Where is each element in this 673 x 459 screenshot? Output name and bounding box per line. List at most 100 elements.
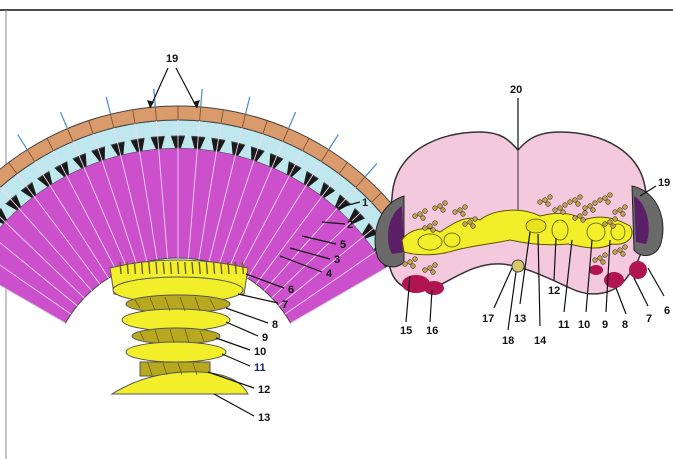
lobe-left xyxy=(418,234,442,250)
label-9: 9 xyxy=(262,332,268,344)
neuron-cell-body xyxy=(413,257,418,262)
label-10-right: 10 xyxy=(578,319,590,331)
lamina-cartridge xyxy=(199,262,200,274)
neuron-cell-body xyxy=(603,222,608,227)
neuron-cell-body xyxy=(413,214,418,219)
neuron-cell-body xyxy=(431,228,436,233)
neuron-cell-body xyxy=(421,216,426,221)
neuron-cell-body xyxy=(461,212,466,217)
neuron-cell-body xyxy=(543,198,548,203)
label-6-right: 6 xyxy=(664,305,670,317)
label-7-right: 7 xyxy=(646,313,652,325)
neuron-cell-body xyxy=(613,210,618,215)
lobe-12 xyxy=(552,220,568,240)
neuron-cell-body xyxy=(621,212,626,217)
brain-cross-section-diagram: 20 19 15 16 17 18 13 14 12 11 10 9 8 7 6 xyxy=(375,84,670,347)
neuron-cell-body xyxy=(433,221,438,226)
neuron-cell-body xyxy=(538,200,543,205)
layer-13-base xyxy=(112,372,248,394)
label-18: 18 xyxy=(502,335,514,347)
neuron-cell-body xyxy=(458,208,463,213)
label-16: 16 xyxy=(426,325,438,337)
neuron-cell-body xyxy=(598,198,603,203)
neuron-cell-body xyxy=(593,258,598,263)
lamina-cartridge xyxy=(170,262,171,274)
neuron-cell-body xyxy=(438,204,443,209)
label-9-right: 9 xyxy=(602,319,608,331)
neuron-cell-body xyxy=(568,200,573,205)
label-7: 7 xyxy=(282,299,288,311)
neuron-cell-body xyxy=(601,260,606,265)
neuron-cell-body xyxy=(573,216,578,221)
neuron-cell-body xyxy=(613,250,618,255)
neuron-cell-body xyxy=(583,206,588,211)
neuron-cell-body xyxy=(611,224,616,229)
label-3: 3 xyxy=(334,254,340,266)
lamina-cartridge xyxy=(206,262,207,274)
neuron-cell-body xyxy=(578,214,583,219)
neuron-cell-body xyxy=(471,224,476,229)
neuron-cell-body xyxy=(431,270,436,275)
neuron-cell-body xyxy=(618,248,623,253)
bristle xyxy=(289,112,296,129)
neuron-cell-body xyxy=(603,253,608,258)
label-2: 2 xyxy=(347,219,353,231)
lamina-cartridge xyxy=(235,262,236,274)
right-compound-eye xyxy=(632,186,663,256)
neuron-cell-body xyxy=(578,195,583,200)
neuron-cell-body xyxy=(463,222,468,227)
neuron-cell-body xyxy=(546,202,551,207)
lamina-cartridge xyxy=(149,262,150,274)
red-body-right-2 xyxy=(629,261,647,279)
bristle xyxy=(201,89,202,107)
lobe-left-2 xyxy=(444,233,460,247)
lamina-cartridge xyxy=(228,262,229,274)
lamina-cartridge xyxy=(163,262,164,274)
lamina-cartridge xyxy=(214,262,215,274)
ganglion-17 xyxy=(512,260,524,272)
neuron-cell-body xyxy=(623,205,628,210)
lamina-cartridge xyxy=(127,262,128,274)
leader-11 xyxy=(222,354,250,366)
label-5: 5 xyxy=(340,239,346,251)
lamina-cartridge xyxy=(185,262,186,274)
label-13-right: 13 xyxy=(514,313,526,325)
label-14: 14 xyxy=(534,335,547,347)
layer-11 xyxy=(126,342,226,362)
label-11-right: 11 xyxy=(558,319,570,331)
label-13: 13 xyxy=(258,412,270,424)
leader-6-right xyxy=(648,268,664,296)
neuron-cell-body xyxy=(433,206,438,211)
neuron-cell-body xyxy=(576,202,581,207)
neuron-cell-body xyxy=(418,212,423,217)
lamina-cartridge xyxy=(134,262,135,274)
neuron-cell-body xyxy=(463,205,468,210)
neuron-cell-body xyxy=(433,263,438,268)
lobe-10 xyxy=(587,223,605,241)
neuron-cell-body xyxy=(618,208,623,213)
neuron-cell-body xyxy=(581,218,586,223)
neuron-cell-body xyxy=(468,220,473,225)
lobe-13 xyxy=(526,219,546,233)
compound-eye-ommatidia-diagram: 19 1 2 5 3 4 6 7 8 9 10 11 12 13 xyxy=(0,53,422,424)
neuron-cell-body xyxy=(443,201,448,206)
neuron-cell-body xyxy=(573,198,578,203)
label-20: 20 xyxy=(510,84,522,96)
neuron-cell-body xyxy=(411,264,416,269)
lamina-cartridge xyxy=(221,262,222,274)
neuron-cell-body xyxy=(548,195,553,200)
leader-7-right xyxy=(634,278,648,306)
neuron-cell-body xyxy=(606,200,611,205)
label-6: 6 xyxy=(288,284,294,296)
bristle xyxy=(18,134,28,149)
neuron-cell-body xyxy=(613,217,618,222)
neuron-cell-body xyxy=(473,217,478,222)
bristle xyxy=(60,112,67,129)
leader-9 xyxy=(226,322,258,336)
neuron-cell-body xyxy=(441,208,446,213)
neuron-cell-body xyxy=(453,210,458,215)
label-19-left: 19 xyxy=(166,53,178,65)
neuropil-stack xyxy=(110,260,248,394)
neuron-cell-body xyxy=(593,201,598,206)
lamina-cartridge xyxy=(156,262,157,274)
